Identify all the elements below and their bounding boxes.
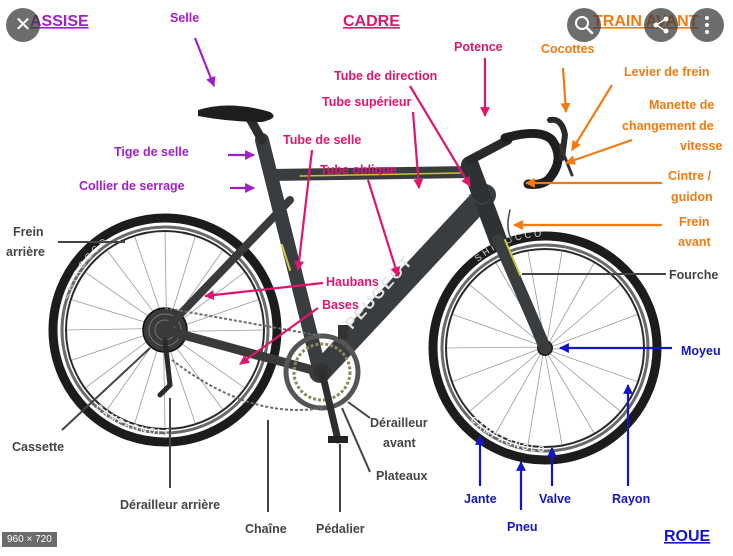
spoke: [171, 336, 245, 388]
spoke: [71, 299, 157, 326]
label-pneu: Pneu: [507, 520, 538, 534]
label-bases: Bases: [322, 298, 359, 312]
label-manette-line-1: Manette de: [649, 98, 714, 112]
label-plateaux: Plateaux: [376, 469, 427, 483]
label-cassette: Cassette: [12, 440, 64, 454]
label-derailleur-arriere: Dérailleur arrière: [120, 498, 220, 512]
spoke: [546, 251, 563, 343]
spoke: [446, 346, 540, 349]
other-group: Frein arrière Fourche Cassette Dérailleu…: [6, 225, 718, 536]
spoke: [107, 250, 161, 322]
spoke: [548, 262, 595, 344]
arrow-bases: [239, 307, 319, 365]
train-avant-group: Cocottes Levier de frein Manette de chan…: [513, 42, 722, 249]
label-frein-avant-line-1: Frein: [679, 215, 710, 229]
roue-group: Moyeu Jante Pneu Valve Rayon: [464, 343, 721, 534]
label-frein-avant-line-2: avant: [678, 235, 711, 249]
label-valve: Valve: [539, 492, 571, 506]
spoke: [544, 353, 563, 445]
spoke: [174, 329, 264, 332]
drivetrain: [157, 307, 361, 444]
cadre-group: Potence Tube de direction Tube supérieur…: [204, 40, 503, 365]
arrow-manette: [565, 138, 633, 165]
spoke: [85, 272, 159, 324]
rear-rim-brand: CAMPAGNOLO: [94, 402, 174, 437]
image-search-icon[interactable]: [567, 8, 601, 42]
spoke: [169, 338, 223, 410]
header-assise: ASSISE: [30, 13, 89, 30]
label-manette-line-3: vitesse: [680, 139, 722, 153]
spoke: [169, 236, 196, 322]
label-pedalier: Pédalier: [316, 522, 365, 536]
spoke: [134, 338, 161, 424]
spoke: [548, 352, 621, 412]
label-derailleur-avant-line-1: Dérailleur: [370, 416, 428, 430]
spoke: [549, 284, 621, 346]
label-haubans: Haubans: [326, 275, 379, 289]
assise-group: Selle Tige de selle Collier de serrage: [79, 11, 255, 193]
image-size-badge: 960 × 720: [2, 532, 57, 547]
label-collier-de-serrage: Collier de serrage: [79, 179, 185, 193]
spoke: [495, 352, 542, 434]
label-cocottes: Cocottes: [541, 42, 595, 56]
share-icon-glyph: [653, 16, 669, 34]
label-rayon: Rayon: [612, 492, 650, 506]
close-icon[interactable]: ✕: [6, 8, 40, 42]
spoke: [71, 331, 156, 361]
label-frein-arriere-line-1: Frein: [13, 225, 44, 239]
label-selle: Selle: [170, 11, 199, 25]
label-potence: Potence: [454, 40, 503, 54]
spoke: [174, 299, 259, 329]
spoke: [85, 334, 157, 388]
line-cassette: [61, 347, 151, 431]
header-roue: ROUE: [664, 528, 711, 545]
spoke: [163, 339, 166, 429]
arrow-levier-de-frein: [571, 84, 613, 151]
label-tube-de-selle: Tube de selle: [283, 133, 361, 147]
arrow-tube-superieur: [411, 111, 424, 189]
spoke: [546, 353, 595, 434]
spoke: [550, 314, 638, 348]
arrow-selle: [193, 37, 216, 87]
spoke: [166, 339, 196, 424]
spoke: [134, 236, 164, 321]
label-levier-de-frein: Levier de frein: [624, 65, 709, 79]
arrow-tube-de-direction: [409, 85, 471, 187]
label-moyeu: Moyeu: [681, 344, 721, 358]
label-frein-arriere-line-2: arrière: [6, 245, 45, 259]
header-cadre: CADRE: [343, 13, 400, 30]
spoke: [452, 348, 540, 382]
spoke: [164, 231, 167, 321]
label-jante: Jante: [464, 492, 497, 506]
spoke: [469, 350, 541, 412]
line-plateaux: [341, 407, 371, 473]
arrow-tube-oblique: [366, 179, 401, 277]
arrow-tube-de-selle: [294, 149, 314, 271]
arrow-cocottes: [560, 67, 571, 113]
spoke: [452, 314, 540, 346]
label-fourche: Fourche: [669, 268, 718, 282]
label-chaine: Chaîne: [245, 522, 287, 536]
label-tube-superieur: Tube supérieur: [322, 95, 412, 109]
more-icon-glyph: [705, 16, 709, 34]
spoke: [66, 328, 156, 331]
label-manette-line-2: changement de: [622, 119, 714, 133]
spoke: [550, 350, 638, 382]
share-icon[interactable]: [644, 8, 678, 42]
spoke: [469, 284, 542, 344]
line-derailleur-avant: [347, 401, 371, 419]
label-tige-de-selle: Tige de selle: [114, 145, 189, 159]
label-cintre-line-1: Cintre /: [668, 169, 712, 183]
saddle-assembly: [198, 105, 274, 145]
label-tube-oblique: Tube oblique: [320, 163, 397, 177]
label-derailleur-avant-line-2: avant: [383, 436, 416, 450]
image-search-icon-glyph: [575, 16, 594, 35]
more-icon[interactable]: [690, 8, 724, 42]
label-cintre-line-2: guidon: [671, 190, 713, 204]
spoke: [527, 353, 544, 445]
label-tube-de-direction: Tube de direction: [334, 69, 437, 83]
arrow-haubans: [204, 281, 324, 300]
